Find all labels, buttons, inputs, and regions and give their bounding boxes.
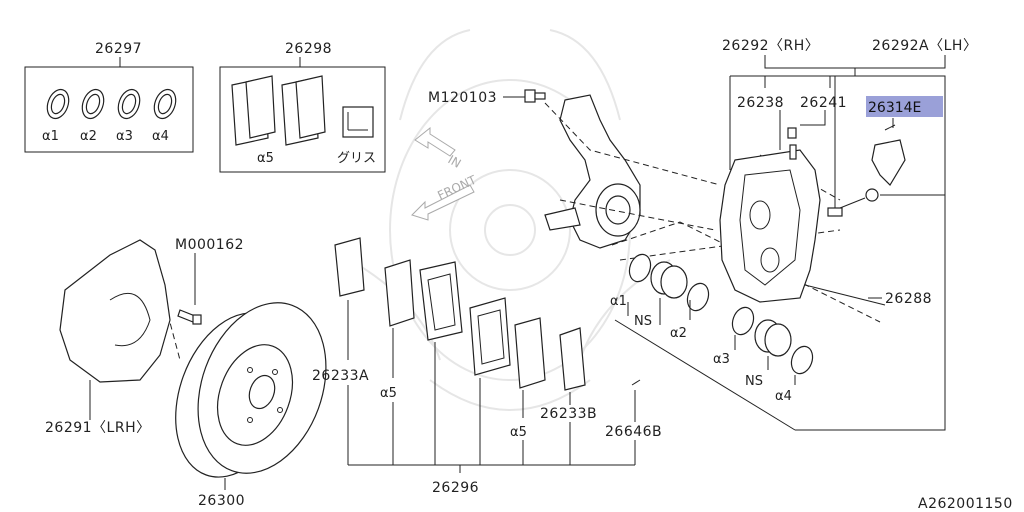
label-26292a-lh: 26292A〈LH〉: [872, 38, 977, 54]
highlight-26314e: [866, 96, 943, 117]
grease-pack-icon: [342, 106, 374, 138]
label-a5-left: α5: [380, 386, 397, 401]
shim-plate-icon: [231, 75, 326, 146]
label-r-a2: α2: [670, 326, 687, 341]
pad-spring-icon: [871, 124, 906, 186]
label-m000162: M000162: [175, 237, 244, 253]
kit-26297[interactable]: 26297 α1 α2 α3 α4: [24, 41, 194, 153]
shim-plate: [559, 327, 586, 391]
shim-plate: [334, 237, 365, 297]
label-26233b: 26233B: [540, 406, 597, 422]
label-26300: 26300: [198, 493, 245, 509]
shim-plate: [514, 317, 546, 389]
label-a5-box: α5: [257, 151, 274, 166]
bleeder-screw-icon: [787, 127, 797, 160]
label-a2: α2: [80, 129, 97, 144]
label-26296: 26296: [432, 480, 479, 496]
label-26298: 26298: [285, 41, 332, 57]
label-26238: 26238: [737, 95, 784, 111]
label-a1: α1: [42, 129, 59, 144]
label-a3: α3: [116, 129, 133, 144]
label-26291: 26291〈LRH〉: [45, 420, 151, 436]
label-26241: 26241: [800, 95, 847, 111]
shim-plate: [384, 259, 415, 327]
label-m120103: M120103: [428, 90, 497, 106]
knuckle-assembly[interactable]: M120103: [428, 89, 641, 249]
label-r-a1: α1: [610, 294, 627, 309]
label-26646b: 26646B: [605, 424, 662, 440]
label-a5-right: α5: [510, 425, 527, 440]
label-a4: α4: [152, 129, 169, 144]
label-26314e[interactable]: 26314E: [868, 100, 921, 116]
direction-indicators: IN FRONT: [411, 126, 479, 221]
label-r-a3: α3: [713, 352, 730, 367]
label-dir-in: IN: [446, 152, 464, 170]
pad-pin-26288: [804, 284, 886, 306]
pad: [469, 297, 511, 376]
piston-callouts: α1 NS α2 α3 NS α4: [610, 294, 796, 431]
kit-26298[interactable]: 26298 α5 グリス: [219, 41, 386, 173]
bolt-icon: [524, 89, 546, 103]
label-r-ns2: NS: [745, 374, 763, 389]
arrow-in-icon: [414, 126, 456, 157]
label-grease: グリス: [337, 151, 376, 166]
pad-callouts: 26233A α5 α5 26233B 26646B 26296: [312, 300, 662, 496]
label-26297: 26297: [95, 41, 142, 57]
pistons-seals[interactable]: [626, 251, 816, 376]
seal-ring-icon: [46, 88, 177, 120]
pad: [419, 261, 463, 341]
label-26292-rh: 26292〈RH〉: [722, 38, 819, 54]
label-26233a: 26233A: [312, 368, 369, 384]
brake-rotor[interactable]: 26300: [154, 285, 348, 509]
pin-icon: [827, 188, 879, 217]
bolt-icon: [177, 309, 202, 325]
dust-shield[interactable]: M000162 26291〈LRH〉: [45, 237, 244, 436]
brake-caliper[interactable]: [719, 124, 906, 306]
label-26288: 26288: [885, 291, 932, 307]
label-r-a4: α4: [775, 389, 792, 404]
caliper-callouts[interactable]: 26292〈RH〉 26292A〈LH〉 26238 26241 26314E: [722, 38, 977, 431]
label-r-ns1: NS: [634, 314, 652, 329]
brake-pads[interactable]: [334, 237, 641, 391]
arrow-front-icon: [411, 184, 475, 221]
catalog-number: A262001150: [918, 496, 1013, 512]
